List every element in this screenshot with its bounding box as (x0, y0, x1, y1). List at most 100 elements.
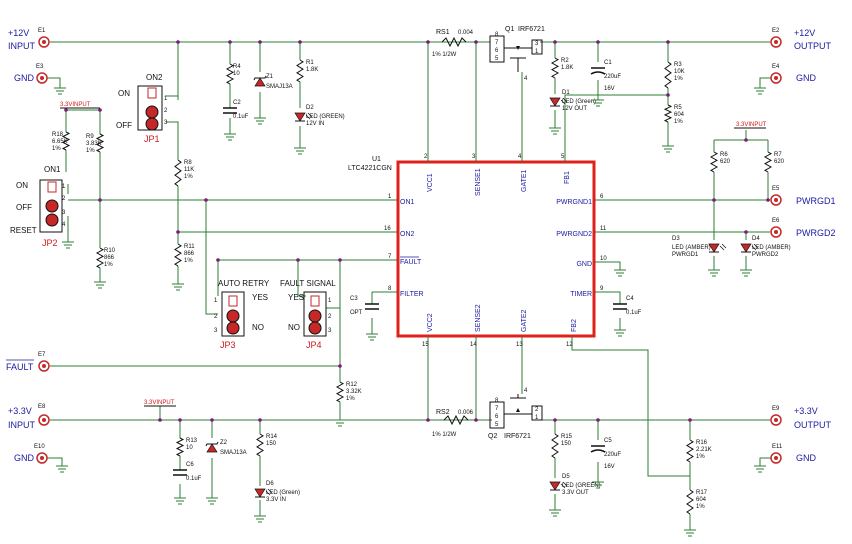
svg-text:1%: 1% (104, 262, 113, 268)
svg-text:YES: YES (252, 293, 268, 302)
junction-dot (98, 108, 102, 112)
pin-on2-name: ON2 (400, 231, 415, 238)
svg-text:RS2: RS2 (436, 409, 450, 416)
junction-dot (98, 198, 102, 202)
jumper-jp3[interactable]: AUTO RETRY YES NO 1 2 3 JP3 (214, 279, 270, 350)
pin-fb2-name: FB2 (571, 319, 578, 332)
e10-ref: E10 (34, 444, 45, 450)
svg-text:R6: R6 (720, 152, 728, 158)
ground-symbol-6 (549, 127, 561, 135)
ground-symbol-11 (366, 333, 378, 341)
junction-dot (204, 198, 208, 202)
e2-label-1: +12V (794, 28, 815, 38)
svg-text:16V: 16V (604, 464, 615, 470)
pin-pwrgnd2-name: PWRGND2 (556, 231, 592, 238)
svg-text:D5: D5 (562, 474, 570, 480)
e11-label: GND (796, 453, 817, 463)
ground-symbol-9 (754, 87, 766, 95)
terminal-e6[interactable]: PWRGD2 E6 (770, 218, 836, 238)
svg-text:220uF: 220uF (604, 452, 621, 458)
jumper-jp2[interactable]: ON1 ON OFF RESET 1 2 3 4 JP2 (10, 165, 66, 248)
svg-text:1: 1 (214, 298, 218, 304)
terminals: +12V INPUT E1 GND E3 FAULT E7 +3.3V INPU… (6, 28, 836, 466)
svg-text:YES: YES (288, 293, 304, 302)
terminal-e8[interactable]: +3.3V INPUT E8 (8, 404, 50, 430)
svg-text:10: 10 (233, 71, 240, 77)
terminal-e7[interactable]: FAULT E7 (6, 352, 50, 372)
e9-label-2: OUTPUT (794, 420, 832, 430)
svg-text:JP3: JP3 (220, 340, 236, 350)
e10-label: GND (14, 453, 35, 463)
terminal-e9[interactable]: +3.3V OUTPUT E9 (770, 406, 832, 430)
svg-text:12V IN: 12V IN (306, 121, 324, 127)
ground-symbol-22 (708, 269, 720, 277)
q1-mosfet: 7 6 5 8 3 1 Q1 IRF6721 4 (489, 26, 545, 82)
jumper-jp4[interactable]: FAULT SIGNAL YES NO 1 2 3 JP4 (280, 279, 336, 350)
e3-label: GND (14, 73, 35, 83)
svg-text:150: 150 (266, 441, 277, 447)
svg-text:LED (GREEN): LED (GREEN) (562, 483, 601, 489)
svg-text:604: 604 (696, 497, 707, 503)
capacitor-c6: C60.1uF (173, 462, 202, 482)
svg-text:R7: R7 (774, 152, 782, 158)
svg-text:Z1: Z1 (266, 74, 274, 80)
svg-text:C5: C5 (604, 438, 612, 444)
pin-gate2-num: 13 (516, 342, 523, 348)
junction-dot (666, 93, 670, 97)
svg-text:10K: 10K (674, 69, 685, 75)
svg-text:4: 4 (524, 76, 528, 82)
terminal-e1[interactable]: +12V INPUT E1 (8, 28, 50, 51)
svg-text:1: 1 (62, 184, 66, 190)
svg-text:R13: R13 (186, 438, 198, 444)
svg-text:D2: D2 (306, 105, 314, 111)
svg-text:R5: R5 (674, 105, 682, 111)
svg-text:SMAJ13A: SMAJ13A (220, 450, 247, 456)
pin-pwrgnd1-name: PWRGND1 (556, 199, 592, 206)
svg-text:R14: R14 (266, 434, 278, 440)
terminal-e10[interactable]: GND E10 (14, 444, 63, 466)
pin-pwrgnd2-num: 11 (600, 226, 607, 232)
e2-ref: E2 (772, 28, 780, 34)
terminal-e2[interactable]: +12V OUTPUT E2 (770, 28, 832, 51)
terminal-e4[interactable]: GND E4 (759, 64, 817, 88)
svg-text:6: 6 (495, 48, 499, 54)
resistor-r2: R21.8K (550, 57, 573, 79)
ground-symbol-21 (614, 329, 626, 337)
svg-text:Z2: Z2 (220, 440, 228, 446)
svg-text:Q2: Q2 (488, 433, 497, 440)
svg-text:R10: R10 (104, 248, 116, 254)
svg-text:1: 1 (535, 415, 539, 421)
terminal-e5[interactable]: PWRGD1 E5 (770, 186, 836, 206)
svg-text:1%: 1% (346, 396, 355, 402)
e7-ref: E7 (38, 352, 46, 358)
terminal-e3[interactable]: GND E3 (14, 64, 61, 88)
svg-text:C3: C3 (350, 296, 358, 302)
svg-text:JP1: JP1 (144, 134, 160, 144)
ground-symbol-23 (740, 269, 752, 277)
junction-dot (766, 198, 770, 202)
junction-dot (744, 138, 748, 142)
svg-text:5: 5 (495, 56, 499, 62)
svg-text:8: 8 (495, 398, 499, 404)
svg-text:1%: 1% (696, 504, 705, 510)
svg-text:2: 2 (164, 108, 168, 114)
junction-dot (210, 418, 214, 422)
svg-text:PWRGD1: PWRGD1 (672, 252, 699, 258)
terminal-e11[interactable]: GND E11 (759, 444, 817, 466)
e3-ref: E3 (36, 64, 44, 70)
rs2-sense-resistor: RS2 0.006 1% 1/2W (432, 409, 474, 438)
pin-fb1-num: 5 (561, 154, 565, 160)
svg-text:3.3V OUT: 3.3V OUT (562, 490, 589, 496)
junction-dot (298, 40, 302, 44)
e1-label-1: +12V (8, 28, 29, 38)
svg-text:10: 10 (186, 445, 193, 451)
jumper-jp1[interactable]: ON2 ON OFF 1 2 3 JP1 (116, 73, 168, 144)
svg-text:LED (Green): LED (Green) (266, 490, 300, 496)
